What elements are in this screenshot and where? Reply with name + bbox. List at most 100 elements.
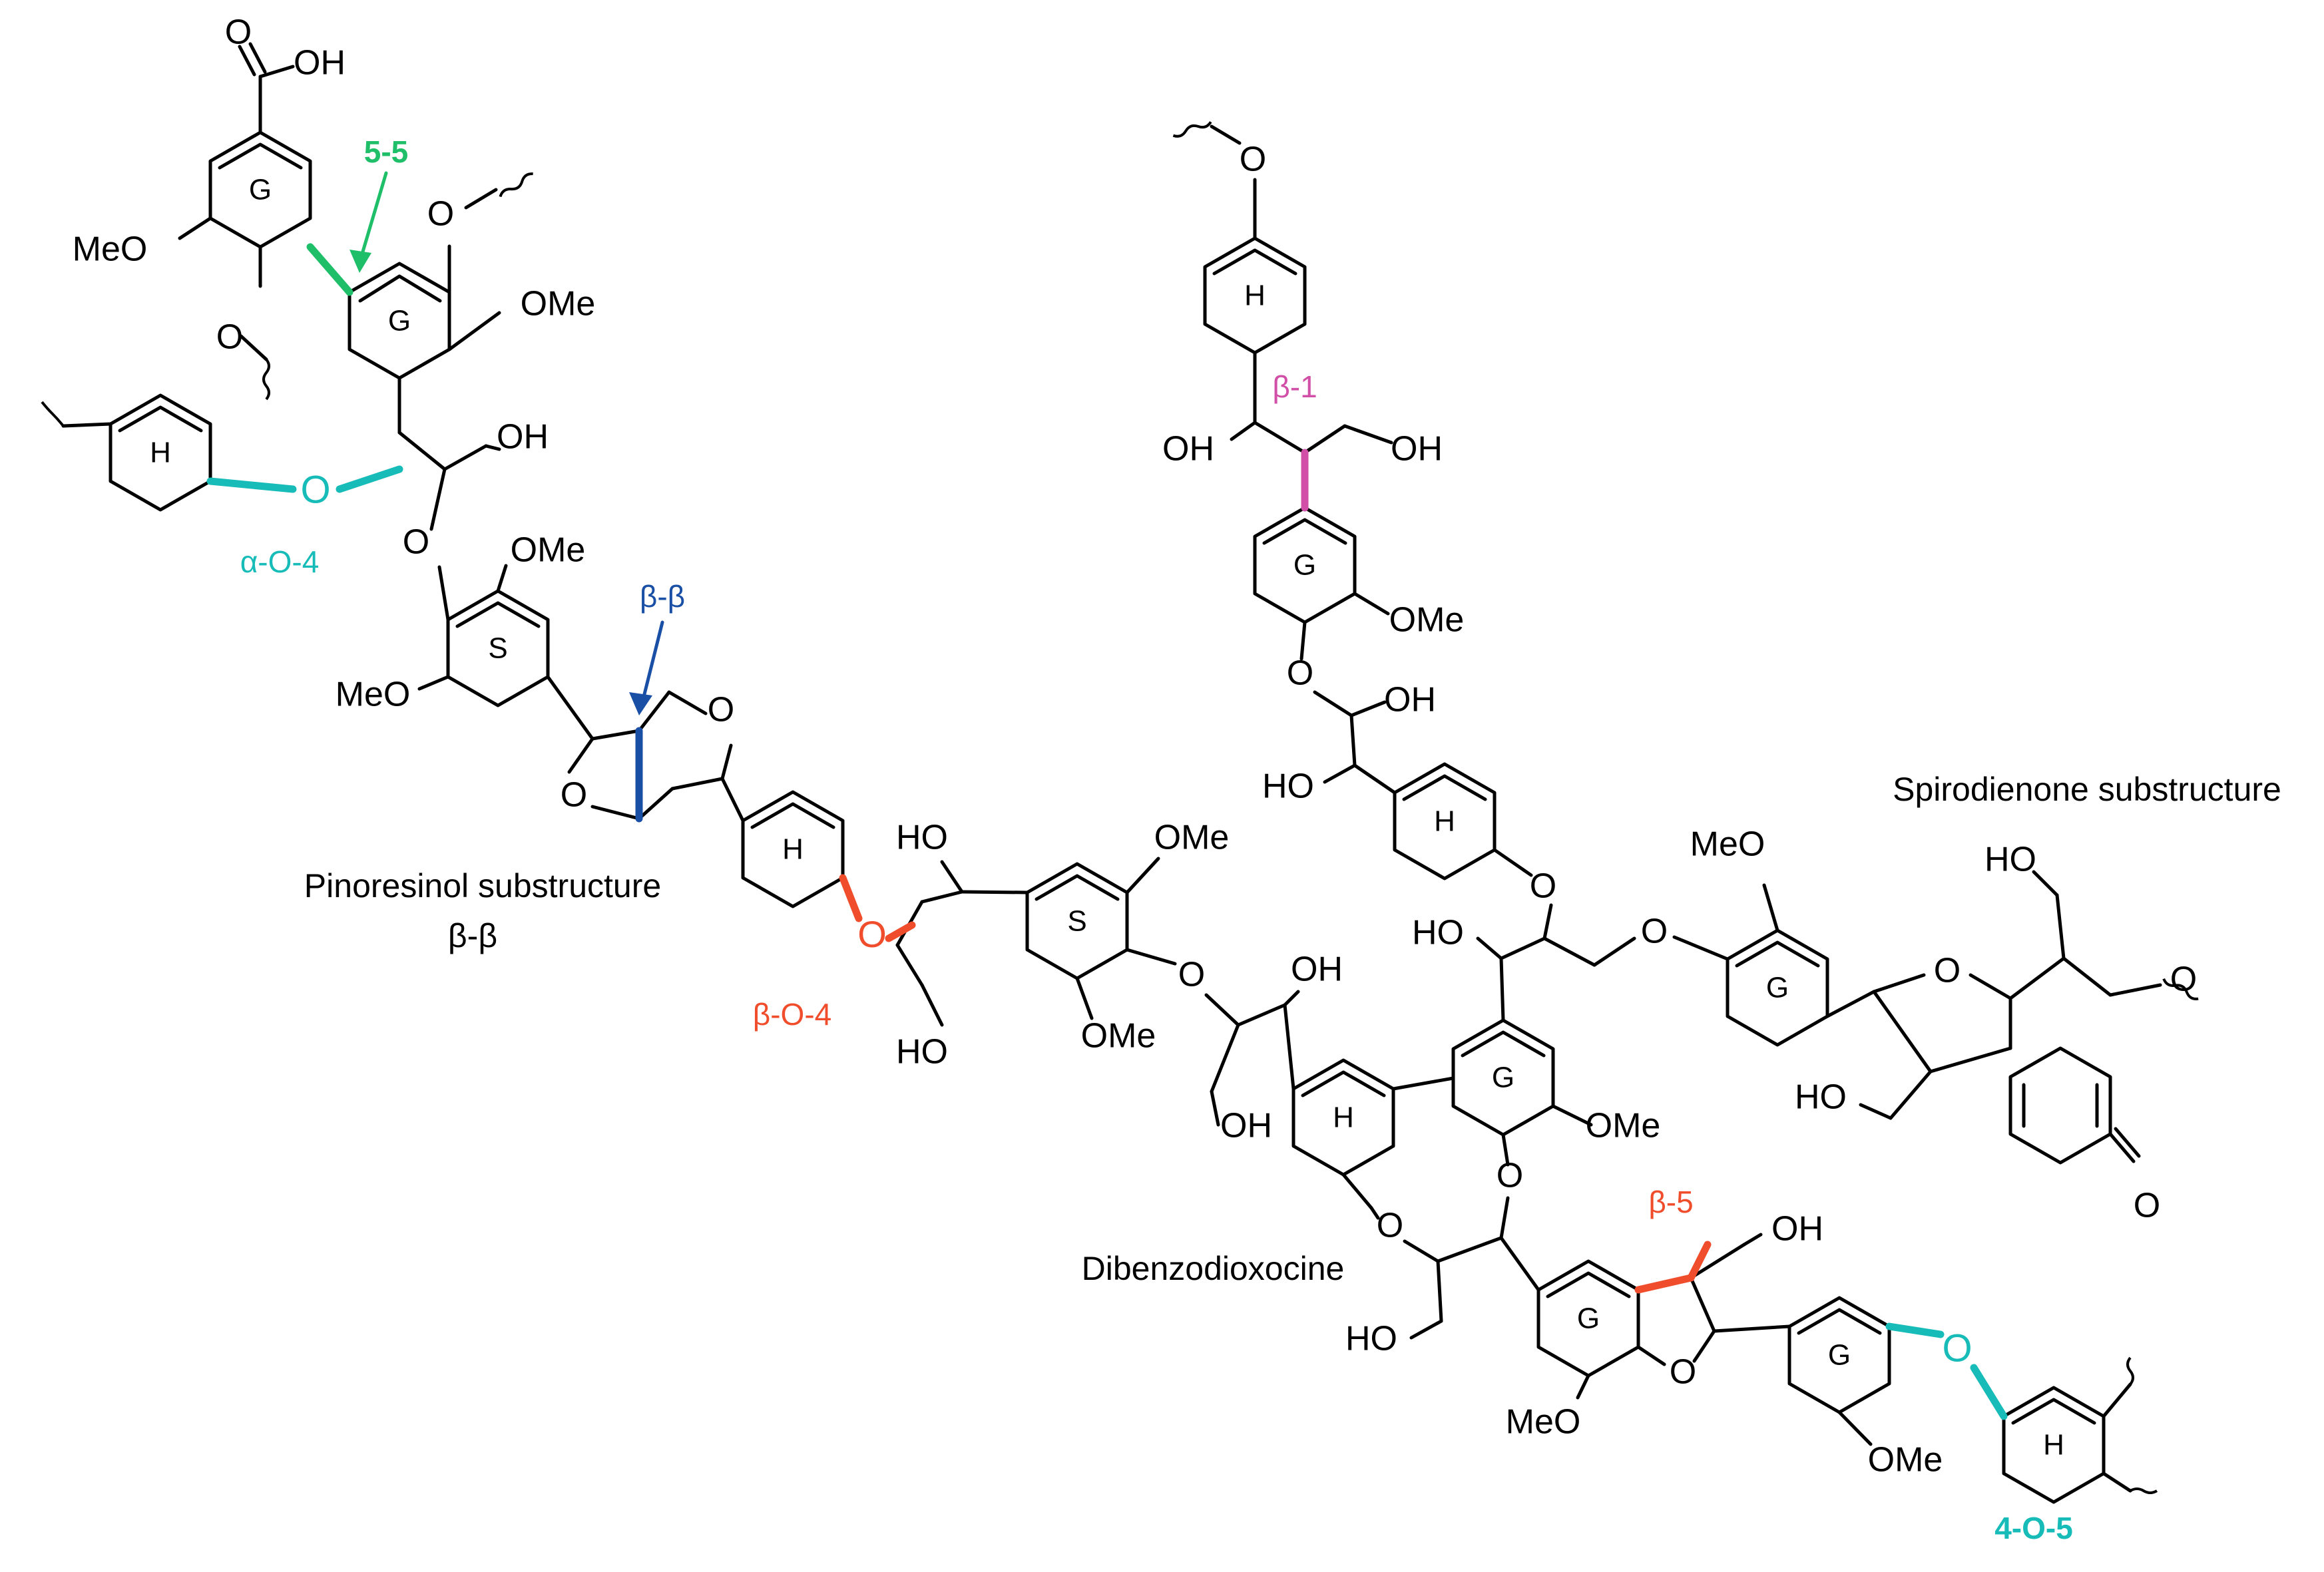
bond-5-5	[306, 243, 353, 296]
atom-label: O	[216, 318, 243, 357]
ring-label: G	[388, 305, 411, 337]
ring-label: S	[488, 632, 507, 665]
atom-label: OH	[1162, 430, 1214, 469]
atom-label: O	[1178, 956, 1205, 994]
atom-label: MeO	[336, 676, 411, 714]
atom-label: O	[403, 523, 429, 562]
atom-label: HO	[1345, 1320, 1397, 1358]
atom-label: OMe	[1586, 1107, 1661, 1145]
ring-spirodienone	[2008, 1046, 2112, 1165]
linkage-labels: 5-5 α-O-4 β-β β-O-4 β-1 β-5 4-O-5	[240, 134, 2073, 1545]
ring-label: H	[1434, 805, 1455, 838]
wavy-end	[2162, 978, 2199, 1000]
atom-label: HO	[1262, 767, 1314, 806]
atom-label: O	[427, 195, 454, 234]
ring-label: G	[1293, 549, 1316, 582]
arrow-5-5	[357, 171, 388, 265]
caption-pinoresinol-linkage: β-β	[448, 917, 497, 954]
ring-label: H	[1244, 280, 1266, 312]
atom-label: OH	[1291, 950, 1343, 989]
atom-label: OMe	[1868, 1441, 1943, 1479]
linkage-label-beta-5: β-5	[1648, 1185, 1693, 1219]
atom-label: O	[1670, 1353, 1696, 1392]
wavy-end	[499, 172, 533, 198]
linkage-label-4-o-5: 4-O-5	[1994, 1511, 2073, 1545]
atom-label: OH	[1391, 430, 1443, 469]
atom-label: HO	[896, 1033, 948, 1072]
caption-pinoresinol: Pinoresinol substructure	[304, 867, 661, 904]
caption-dibenzodioxocine: Dibenzodioxocine	[1082, 1250, 1345, 1287]
ring-label: G	[249, 174, 272, 206]
skeletal-bonds	[61, 42, 2162, 1493]
arrowhead-beta-beta	[629, 692, 652, 715]
atom-label: OMe	[1389, 601, 1465, 640]
atom-label: OMe	[1154, 819, 1230, 857]
linkage-label-beta-beta: β-β	[640, 579, 685, 614]
bond-alpha-o-4-b	[336, 465, 403, 493]
atom-label: MeO	[1690, 825, 1765, 864]
atom-label: O	[1287, 654, 1313, 693]
linkage-label-beta-o-4: β-O-4	[753, 997, 831, 1032]
atom-label: MeO	[1506, 1403, 1581, 1442]
ring-label: G	[1828, 1339, 1851, 1372]
atom-label: O	[225, 13, 252, 52]
arrow-beta-beta	[640, 620, 664, 704]
bond-4-o-5-b	[1970, 1364, 2008, 1420]
atom-label: OMe	[511, 531, 586, 570]
bond-beta-o-4-b	[885, 921, 916, 942]
ring-label: H	[782, 833, 804, 866]
atom-label: OH	[294, 44, 346, 83]
atom-label: O	[2170, 960, 2197, 999]
ring-label: G	[1766, 972, 1789, 1004]
atom-labels: OH O MeO O O OMe OH O O OMe MeO O O O HO…	[73, 13, 2198, 1479]
atom-label: O	[300, 468, 330, 511]
atom-label: O	[857, 913, 887, 955]
wavy-end	[2126, 1356, 2134, 1386]
atom-label: O	[1641, 912, 1668, 951]
ring-labels: G G H S H S H G H H G G G G H	[150, 174, 2064, 1462]
wavy-bond-ends	[41, 121, 2199, 1494]
atom-label: O	[1942, 1326, 1972, 1370]
ring-label: G	[1577, 1302, 1600, 1335]
atom-label: HO	[1795, 1078, 1847, 1117]
bond-beta-5-a	[1634, 1274, 1695, 1294]
aromatic-rings	[109, 130, 2112, 1504]
ring-label: G	[1492, 1062, 1514, 1094]
bond-4-o-5-a	[1885, 1322, 1945, 1338]
atom-label: O	[1497, 1157, 1523, 1195]
atom-label: HO	[1984, 841, 2036, 879]
ring-label: H	[1333, 1101, 1354, 1134]
linkage-label-5-5: 5-5	[364, 134, 408, 169]
atom-label: OH	[1771, 1210, 1823, 1249]
wavy-end	[262, 358, 270, 401]
annotation-arrows	[349, 171, 664, 715]
atom-label: MeO	[73, 230, 148, 269]
caption-spirodienone: Spirodienone substructure	[1893, 771, 2281, 808]
ring-label: S	[1067, 905, 1086, 938]
linkage-label-beta-1: β-1	[1272, 369, 1317, 404]
wavy-end	[41, 401, 65, 427]
bond-alpha-o-4-a	[206, 477, 297, 493]
atom-label: O	[1377, 1207, 1403, 1245]
atom-label: HO	[896, 819, 948, 857]
ring-label: H	[2043, 1429, 2064, 1462]
atom-label: O	[1934, 952, 1961, 990]
highlighted-linkages	[206, 243, 2008, 1420]
atom-label: OH	[1220, 1107, 1272, 1145]
ring-label: H	[150, 437, 171, 469]
bond-beta-5-b	[1687, 1241, 1712, 1282]
linkage-label-alpha-o-4: α-O-4	[240, 544, 320, 579]
atom-label: O	[708, 691, 734, 729]
atom-label: HO	[1412, 914, 1464, 952]
wavy-end	[1172, 121, 1212, 138]
wavy-end	[2129, 1487, 2158, 1494]
atom-label: O	[1530, 867, 1556, 906]
atom-label: O	[561, 776, 587, 815]
atom-label: OMe	[521, 285, 596, 323]
atom-label: OH	[497, 418, 549, 457]
atom-label: OH	[1384, 681, 1436, 719]
atom-label: O	[1240, 140, 1266, 179]
bond-beta-o-4-a	[839, 874, 863, 922]
